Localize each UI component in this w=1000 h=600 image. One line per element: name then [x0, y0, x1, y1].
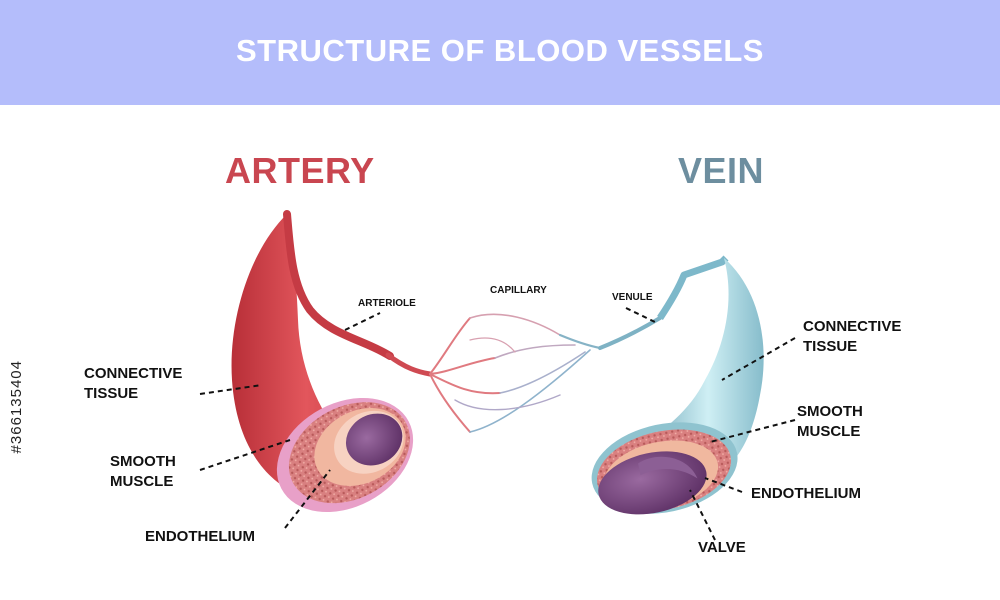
artery-endothelium-label: ENDOTHELIUM [145, 528, 255, 545]
title-banner [0, 0, 1000, 105]
vein-smooth-muscle-label: SMOOTH MUSCLE [797, 403, 863, 440]
artery-heading: ARTERY [225, 150, 375, 191]
leader-lines [199, 307, 796, 541]
stock-id-label: #366135404 [8, 360, 25, 454]
artery-smooth-muscle-label: SMOOTH MUSCLE [110, 453, 176, 490]
arteriole-label: ARTERIOLE [358, 298, 416, 309]
venule-label: VENULE [612, 292, 653, 303]
vein-endothelium-label: ENDOTHELIUM [751, 485, 861, 502]
vein-connective-tissue-label: CONNECTIVE TISSUE [803, 318, 902, 355]
capillary-network [385, 313, 662, 433]
vein-heading: VEIN [678, 150, 765, 191]
page-title: STRUCTURE OF BLOOD VESSELS [236, 33, 764, 68]
artery-connective-tissue-label: CONNECTIVE TISSUE [84, 365, 183, 402]
valve-label: VALVE [698, 539, 746, 556]
capillary-label: CAPILLARY [490, 285, 547, 296]
vein-vessel [591, 255, 764, 515]
artery-vessel [231, 210, 414, 513]
